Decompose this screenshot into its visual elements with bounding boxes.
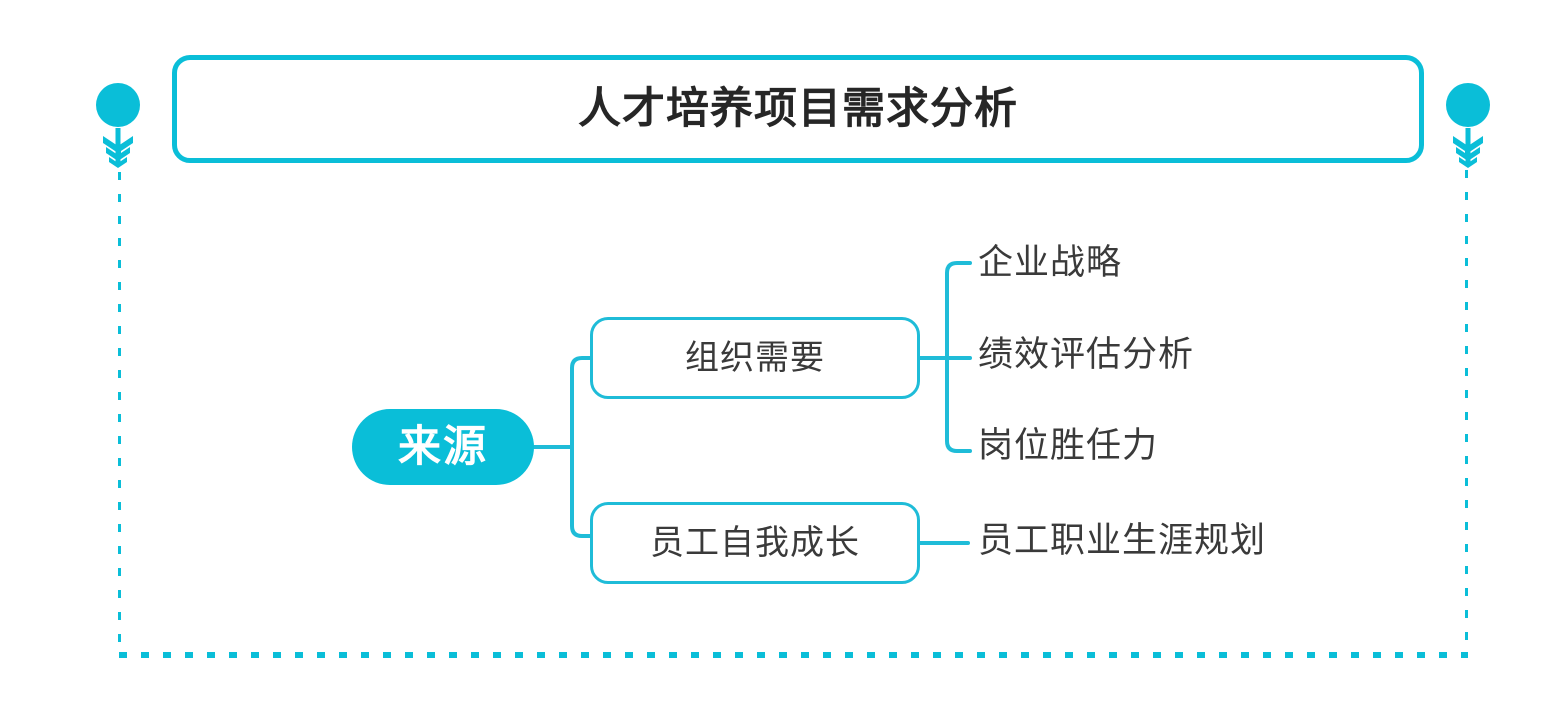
mindmap-branch-node-organizational-needs[interactable]: 组织需要 — [590, 317, 920, 399]
arrow-pin-right-icon — [1446, 83, 1490, 168]
mindmap-branch-label: 组织需要 — [685, 339, 825, 377]
mindmap-root-node[interactable]: 来源 — [352, 409, 534, 485]
mindmap-leaf-performance-evaluation[interactable]: 绩效评估分析 — [978, 335, 1195, 374]
mindmap-leaf-corporate-strategy[interactable]: 企业战略 — [978, 243, 1123, 282]
arrow-pin-left-icon — [96, 83, 140, 168]
mindmap-branch-label: 员工自我成长 — [650, 524, 860, 562]
mindmap-leaf-career-planning[interactable]: 员工职业生涯规划 — [978, 521, 1267, 560]
mindmap-root-label: 来源 — [398, 422, 488, 471]
diagram-title-box: 人才培养项目需求分析 — [172, 55, 1424, 163]
mindmap-branch-node-employee-self-growth[interactable]: 员工自我成长 — [590, 502, 920, 584]
page-title: 人才培养项目需求分析 — [578, 84, 1018, 133]
mindmap-leaf-job-competency[interactable]: 岗位胜任力 — [978, 426, 1159, 465]
connector-root-bracket — [570, 356, 592, 538]
connector-branch-0-bracket — [945, 261, 972, 453]
